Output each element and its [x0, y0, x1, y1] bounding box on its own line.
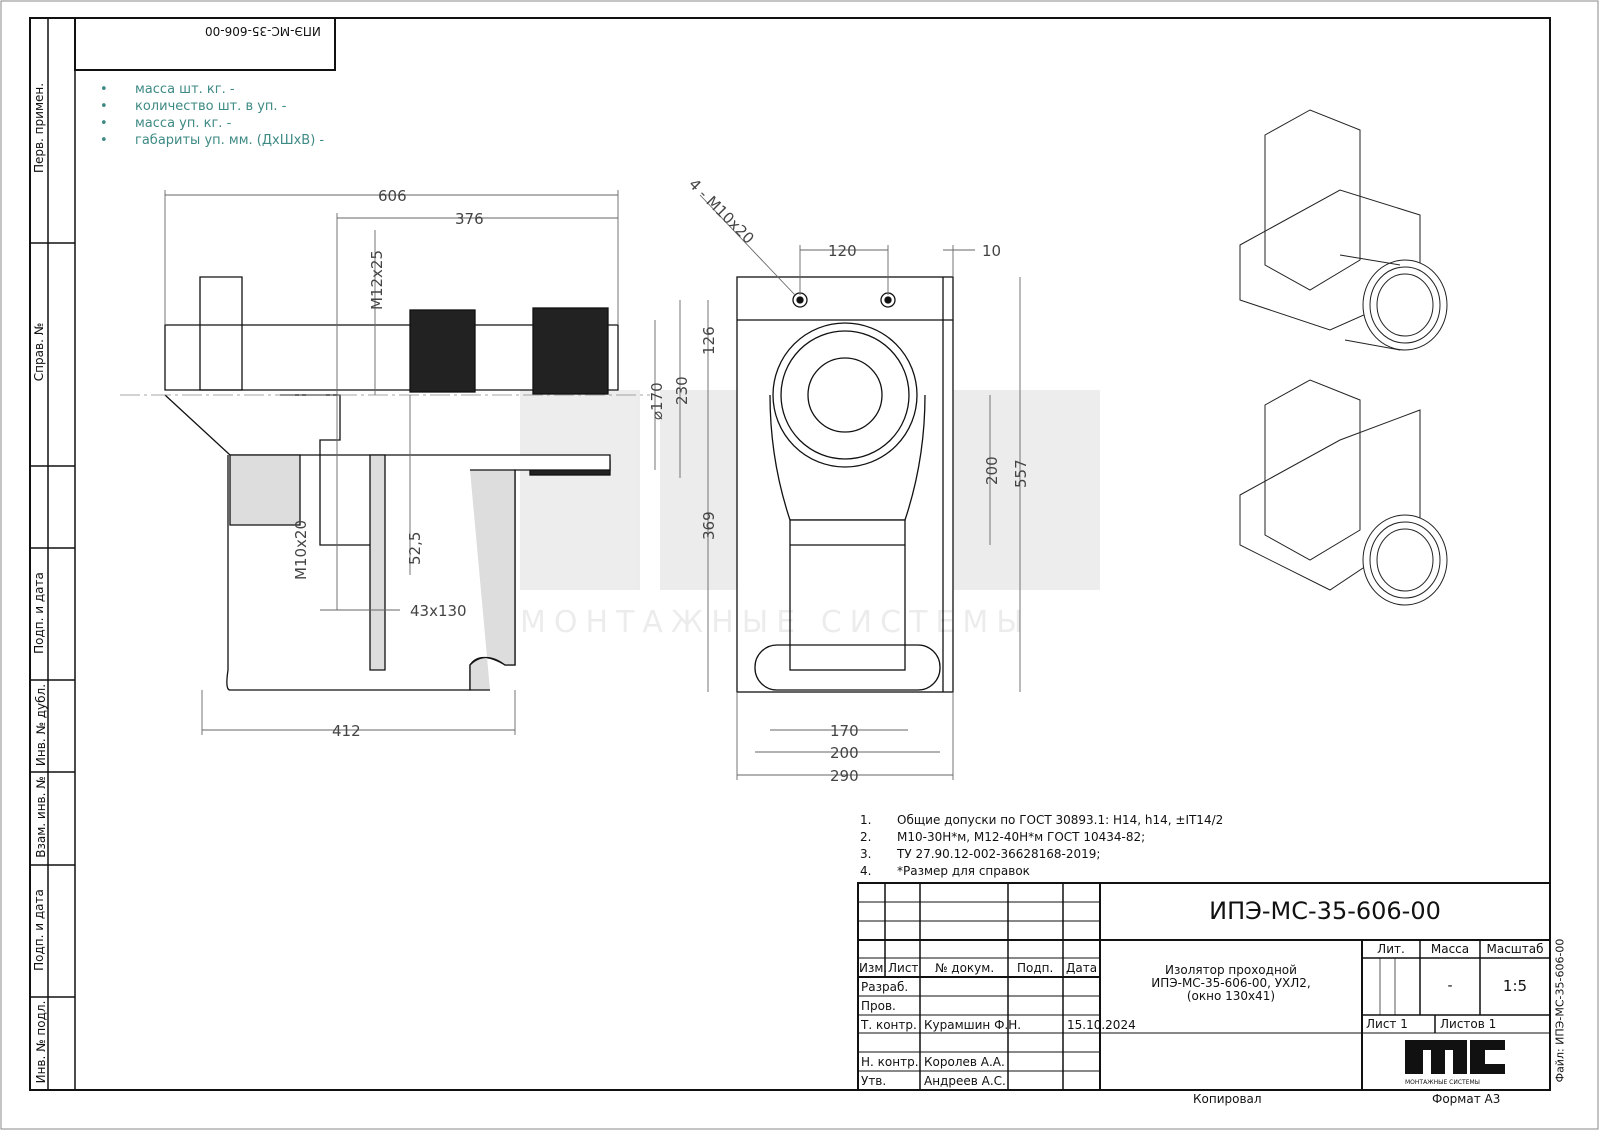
- header-izm: Изм.: [859, 961, 888, 975]
- format-label: Формат А3: [1432, 1092, 1501, 1106]
- strip-label-perv-primen: Перв. примен.: [32, 82, 46, 174]
- scale-label: Масштаб: [1486, 942, 1544, 956]
- note-text: *Размер для справок: [897, 864, 1030, 878]
- isometric-view-bottom: [1239, 379, 1448, 606]
- header-data: Дата: [1066, 961, 1098, 975]
- package-mass: масса шт. кг. -: [135, 82, 235, 97]
- part-name-line: Изолятор проходной: [1165, 963, 1297, 977]
- dim-200: 200: [830, 744, 859, 762]
- company-logo: [1405, 1040, 1505, 1074]
- file-label: Файл: ИПЭ-МС-35-606-00: [1553, 938, 1567, 1083]
- name-utv: Андреев А.С.: [924, 1074, 1006, 1088]
- dim-606: 606: [378, 187, 407, 205]
- note-text: Общие допуски по ГОСТ 30893.1: H14, h14,…: [897, 813, 1224, 827]
- dim-m12x25: M12x25: [368, 250, 386, 310]
- role-utv: Утв.: [861, 1074, 887, 1088]
- isometric-view-top: [1239, 109, 1448, 351]
- dim-200-v: 200: [983, 456, 1001, 485]
- title-block-grid: [857, 882, 1551, 1091]
- dim-52-5: 52,5: [406, 532, 424, 565]
- package-quantity: количество шт. в уп. -: [135, 99, 287, 114]
- strip-label-inv-podl: Инв. № подл.: [34, 1000, 48, 1084]
- role-n-kontr: Н. контр.: [861, 1055, 919, 1069]
- logo-subtitle: МОНТАЖНЫЕ СИСТЕМЫ: [1405, 1079, 1480, 1086]
- dim-170-dia: ⌀170: [648, 382, 666, 420]
- dim-10: 10: [982, 242, 1001, 260]
- sheet-count: Листов 1: [1440, 1017, 1497, 1031]
- dim-557: 557: [1012, 459, 1030, 488]
- package-dimensions: габариты уп. мм. (ДхШхВ) -: [135, 133, 325, 148]
- mass-value: -: [1447, 978, 1453, 994]
- strip-label-inv-dubl: Инв. № дубл.: [34, 683, 48, 767]
- note-number: 3.: [860, 847, 872, 861]
- dim-m10x20: M10x20: [292, 520, 310, 580]
- dim-230: 230: [673, 376, 691, 405]
- part-name-line: ИПЭ-МС-35-606-00, УХЛ2,: [1151, 976, 1311, 990]
- dim-376: 376: [455, 210, 484, 228]
- mass-label: Масса: [1430, 942, 1470, 956]
- watermark-text: МОНТАЖНЫЕ СИСТЕМЫ: [520, 605, 1031, 640]
- header-podp: Подп.: [1017, 961, 1054, 975]
- sheet-number: Лист 1: [1366, 1017, 1408, 1031]
- copied-label: Копировал: [1193, 1092, 1262, 1106]
- role-razrab: Разраб.: [861, 980, 909, 994]
- front-view: [736, 276, 954, 693]
- dim-43x130: 43x130: [410, 602, 467, 620]
- front-view-dimensions: [654, 194, 1021, 780]
- dim-412: 412: [332, 722, 361, 740]
- dim-holes: 4 - M10x20: [685, 175, 757, 247]
- strip-label-sprav-no: Справ. №: [32, 322, 46, 382]
- side-view: [120, 276, 650, 691]
- dim-170: 170: [830, 722, 859, 740]
- strip-label-vzam-inv: Взам. инв. №: [34, 776, 48, 858]
- note-number: 4.: [860, 864, 872, 878]
- date-t-kontr: 15.10.2024: [1067, 1018, 1136, 1032]
- drawing-designation: ИПЭ-МС-35-606-00: [1209, 897, 1441, 925]
- header-doc: № докум.: [935, 961, 995, 975]
- role-prov: Пров.: [861, 999, 896, 1013]
- dim-126: 126: [700, 326, 718, 355]
- strip-label-podp-data-1: Подп. и дата: [32, 572, 46, 654]
- name-t-kontr: Курамшин Ф.Н.: [924, 1018, 1022, 1032]
- side-view-dimensions: [164, 190, 619, 735]
- strip-label-podp-data-2: Подп. и дата: [32, 889, 46, 971]
- note-number: 1.: [860, 813, 872, 827]
- note-text: M10-30H*м, M12-40H*м ГОСТ 10434-82;: [897, 830, 1146, 844]
- top-stamp-designation: ИПЭ-МС-35-606-00: [205, 24, 321, 38]
- header-list: Лист: [888, 961, 919, 975]
- part-name-line: (окно 130х41): [1186, 989, 1276, 1003]
- note-text: ТУ 27.90.12-002-36628168-2019;: [897, 847, 1101, 861]
- name-n-kontr: Королев А.А.: [924, 1055, 1005, 1069]
- dim-120: 120: [828, 242, 857, 260]
- package-total-mass: масса уп. кг. -: [135, 116, 232, 131]
- role-t-kontr: Т. контр.: [861, 1018, 917, 1032]
- scale-value: 1:5: [1502, 977, 1528, 995]
- note-number: 2.: [860, 830, 872, 844]
- lit-label: Лит.: [1377, 942, 1405, 956]
- dim-369: 369: [700, 511, 718, 540]
- dim-290: 290: [830, 767, 859, 785]
